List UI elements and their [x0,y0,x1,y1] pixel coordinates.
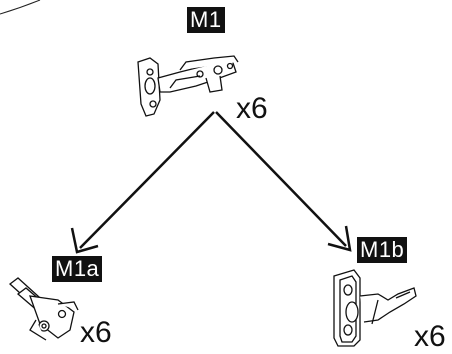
hinge-side-view-icon [333,269,417,347]
hinge-plate-icon [8,277,79,341]
quantity-m1b: x6 [414,320,446,353]
quantity-m1: x6 [236,92,268,125]
arrow-to-m1a [70,111,215,254]
arrow-to-m1b [215,111,352,252]
quantity-m1a: x6 [80,316,112,349]
part-label-m1b: M1b [357,237,408,263]
concealed-hinge-icon [137,55,239,117]
part-label-m1a: M1a [52,256,103,282]
part-label-m1: M1 [187,7,225,33]
corner-line [0,0,41,15]
